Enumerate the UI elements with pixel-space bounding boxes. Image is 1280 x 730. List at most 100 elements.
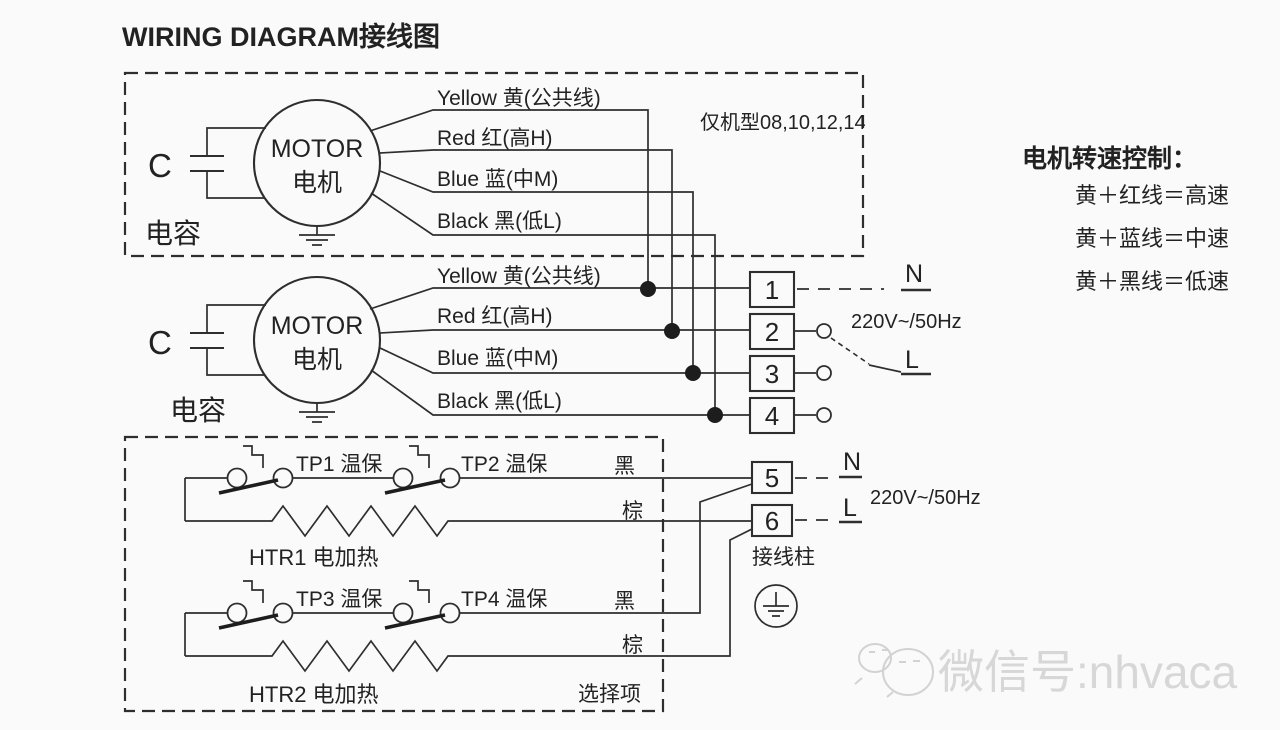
- contact-circle-4: [816, 407, 832, 423]
- motor2-wire-label-red: Red 红(高H): [437, 305, 553, 328]
- motor1-wire-label-red: Red 红(高H): [437, 127, 553, 150]
- line-label-bottom: L: [843, 494, 857, 522]
- motor2-wire-red: [379, 329, 750, 334]
- motor1-capacitor-label: 电容: [145, 218, 201, 249]
- terminal-6-number: 6: [765, 506, 779, 536]
- tp1-reset-icon: [243, 445, 264, 468]
- watermark-text: 微信号:nhvaca: [938, 646, 1238, 698]
- earth-icon: [763, 592, 789, 617]
- terminal-5-number: 5: [765, 463, 779, 493]
- motor2-circle: [252, 275, 382, 405]
- htr2-black-label: 黑: [614, 590, 635, 613]
- tp2-contact-a: [392, 467, 414, 489]
- junction-dot-black: [707, 407, 723, 423]
- motor1-unit: MOTOR 电机 C 电容 Yellow 黄(公共线) Red 红(高H) Bl…: [123, 71, 866, 415]
- tp2-blade: [384, 478, 446, 495]
- tp3-reset-icon: [243, 580, 264, 603]
- motor1-wire-blue: [379, 170, 694, 373]
- htr2-black-wire: [185, 483, 753, 614]
- earth-circle: [754, 584, 798, 628]
- tp4-label: TP4 温保: [461, 588, 547, 611]
- motor2-unit: MOTOR 电机 C 电容 Yellow 黄(公共线) Red 红(高H) Bl…: [148, 265, 750, 426]
- htr1-resistor-brown-wire: [185, 504, 752, 538]
- motor1-name-cn: 电机: [292, 169, 342, 197]
- motor2-wire-black: [370, 369, 750, 416]
- tp1-contact-a: [226, 467, 248, 489]
- wechat-icon-small-bubble: [858, 643, 892, 673]
- neutral-label-top: N: [905, 260, 923, 288]
- page-title: WIRING DIAGRAM接线图: [122, 22, 440, 52]
- tp2-reset-icon: [409, 445, 430, 468]
- terminal-box-5: [750, 460, 794, 495]
- motor2-wire-blue: [379, 347, 750, 374]
- tp3-contact-a: [226, 602, 248, 624]
- optional-label: 选择项: [578, 683, 641, 706]
- motor2-wire-label-blue: Blue 蓝(中M): [437, 347, 558, 370]
- terminal-4-number: 4: [765, 401, 779, 431]
- motor2-wire-label-yellow: Yellow 黄(公共线): [437, 265, 601, 288]
- terminal-1-number: 1: [765, 275, 779, 305]
- heater-unit: TP1 温保 TP2 温保 黑 棕 HTR1 电加热 TP3 温保 TP4 温保…: [123, 435, 753, 713]
- motor1-capacitor-leads: [206, 127, 266, 199]
- tp4-contact-b: [439, 602, 461, 624]
- motor2-wire-label-black: Black 黑(低L): [437, 390, 562, 413]
- junction-dot-red: [664, 323, 680, 339]
- wechat-icon-face-lines: [854, 649, 920, 698]
- speed-low-rule: 黄＋黑线＝低速: [1075, 269, 1229, 294]
- terminal-strip-heater: 5 6 N L 220V~/50Hz 接线柱: [750, 448, 981, 628]
- htr1-brown-label: 棕: [622, 500, 643, 523]
- speed-high-rule: 黄＋红线＝高速: [1075, 183, 1229, 208]
- htr2-brown-label: 棕: [622, 634, 643, 657]
- htr2-name: HTR2 电加热: [249, 682, 379, 707]
- motor2-capacitor-leads: [206, 304, 266, 376]
- motor1-ground-icon: [299, 226, 335, 246]
- terminal-box-6: [750, 503, 794, 538]
- line-label-top: L: [905, 346, 919, 374]
- motor1-wire-yellow: [369, 109, 649, 289]
- junction-dot-yellow: [640, 281, 656, 297]
- tp4-blade: [384, 613, 446, 630]
- motor2-name-cn: 电机: [292, 346, 342, 374]
- tp4-reset-icon: [409, 580, 430, 603]
- terminal-box-1: [748, 270, 796, 309]
- junction-dot-blue: [685, 365, 701, 381]
- motor1-wire-label-black: Black 黑(低L): [437, 210, 562, 233]
- neutral-label-bottom: N: [843, 448, 861, 476]
- contact-circle-2: [816, 323, 832, 339]
- model-note: 仅机型08,10,12,14: [700, 111, 866, 134]
- motor2-capacitor-letter: C: [148, 324, 172, 361]
- tp1-label: TP1 温保: [296, 453, 382, 476]
- motor1-wire-black: [370, 192, 716, 415]
- terminal-2-number: 2: [765, 317, 779, 347]
- motor2-capacitor-label: 电容: [170, 395, 226, 426]
- wechat-icon: [882, 648, 934, 696]
- motor2-name: MOTOR: [271, 312, 364, 340]
- selector-switch-dashed: [830, 337, 870, 365]
- motor1-capacitor-letter: C: [148, 147, 172, 184]
- htr1-name: HTR1 电加热: [249, 545, 379, 570]
- tp1-contact-b: [272, 467, 294, 489]
- contact-stubs: [794, 330, 816, 416]
- terminal-block-label: 接线柱: [752, 546, 815, 569]
- motor1-name: MOTOR: [271, 135, 364, 163]
- tp2-label: TP2 温保: [461, 453, 547, 476]
- contact-circle-3: [816, 365, 832, 381]
- speed-control-panel: 电机转速控制： 黄＋红线＝高速 黄＋蓝线＝中速 黄＋黑线＝低速: [1022, 144, 1229, 294]
- speed-mid-rule: 黄＋蓝线＝中速: [1075, 226, 1229, 251]
- selector-switch-wire: [868, 364, 902, 373]
- motor1-capacitor-symbol: [190, 154, 224, 173]
- tp3-blade: [218, 613, 279, 630]
- motor1-wire-label-yellow: Yellow 黄(公共线): [437, 87, 601, 110]
- tp3-label: TP3 温保: [296, 588, 382, 611]
- htr2-resistor-brown-wire: [185, 528, 753, 673]
- watermark: 微信号:nhvaca: [854, 643, 1238, 698]
- motor1-wire-red: [379, 149, 673, 331]
- motor2-capacitor-symbol: [190, 331, 224, 350]
- tp4-contact-a: [392, 602, 414, 624]
- motor2-ground-icon: [299, 403, 335, 423]
- terminal-strip-motor: 1 2 3 4 N 220V~/50Hz L: [748, 260, 962, 435]
- tp3-contact-b: [272, 602, 294, 624]
- tp2-contact-b: [439, 467, 461, 489]
